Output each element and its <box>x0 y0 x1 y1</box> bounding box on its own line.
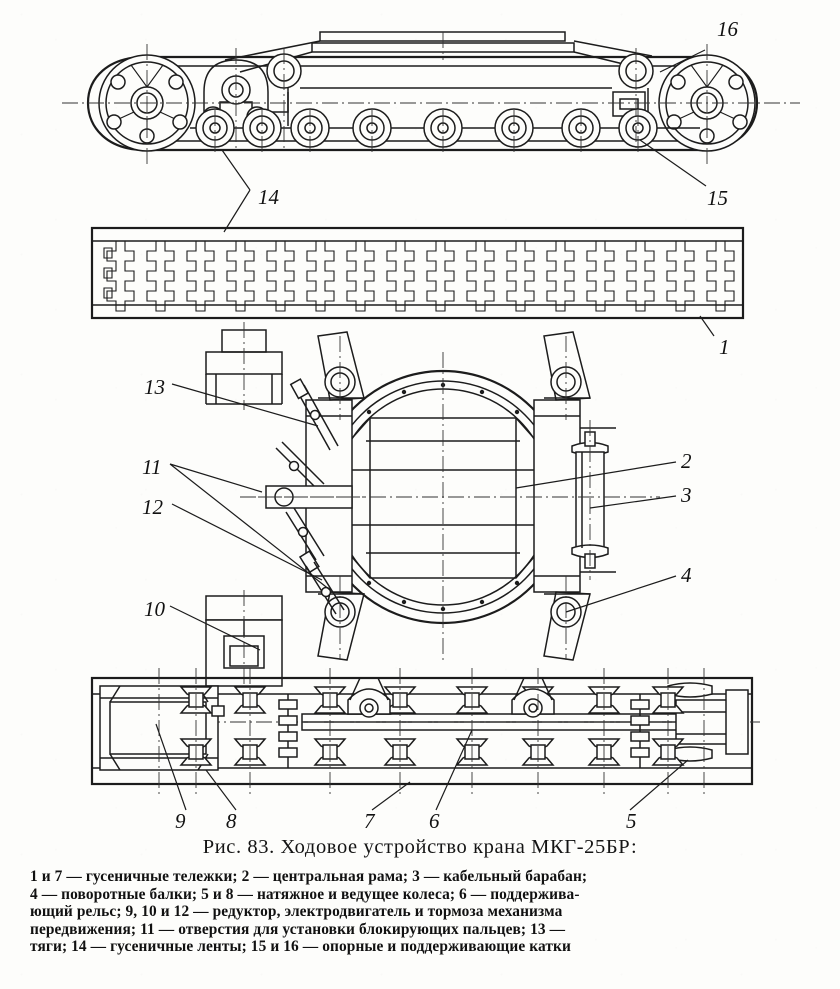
legend-line-4: передвижения; 11 — отверстия для установ… <box>30 920 566 938</box>
callout-11: 11 <box>142 455 161 479</box>
legend-line-3: ющий рельс; 9, 10 и 12 — редуктор, элект… <box>30 903 563 921</box>
callout-1: 1 <box>719 335 730 359</box>
tie-rods <box>275 378 345 615</box>
legend-line-1: 1 и 7 — гусеничные тележки; 2 — централь… <box>30 868 588 885</box>
callout-8: 8 <box>226 809 237 833</box>
side-view-track-carriage <box>62 31 800 165</box>
callout-16: 16 <box>717 17 739 41</box>
callout-2: 2 <box>681 449 692 473</box>
technical-drawing: .s{fill:none;stroke:#1c1c1c;stroke-width… <box>62 17 800 833</box>
callout-7: 7 <box>364 809 376 833</box>
callout-9: 9 <box>175 809 186 833</box>
figure-caption: Рис. 83. Ходовое устройство крана МКГ-25… <box>0 836 840 956</box>
figure-legend: 1 и 7 — гусеничные тележки; 2 — централь… <box>30 868 814 956</box>
callout-5: 5 <box>626 809 637 833</box>
motor-housing <box>205 590 283 700</box>
callout-leaders: 16 15 14 1 2 3 4 5 6 7 8 9 10 11 12 13 <box>142 17 739 833</box>
plan-view-central-frame <box>205 322 660 700</box>
plan-view-track-belt <box>90 226 745 320</box>
callout-15: 15 <box>707 186 728 210</box>
callout-12: 12 <box>142 495 164 519</box>
plan-view-lower-carriage <box>90 668 760 794</box>
legend-line-5: тяги; 14 — гусеничные ленты; 15 и 16 — о… <box>30 938 571 956</box>
callout-14: 14 <box>258 185 280 209</box>
cable-drum <box>571 420 616 580</box>
callout-6: 6 <box>429 809 440 833</box>
callout-13: 13 <box>144 375 165 399</box>
legend-line-2: 4 — поворотные балки; 5 и 8 — натяжное и… <box>30 885 580 903</box>
callout-3: 3 <box>680 483 692 507</box>
drive-wheel-housing <box>667 682 749 762</box>
callout-4: 4 <box>681 563 692 587</box>
figure-title: Рис. 83. Ходовое устройство крана МКГ-25… <box>202 836 638 858</box>
callout-10: 10 <box>144 597 166 621</box>
